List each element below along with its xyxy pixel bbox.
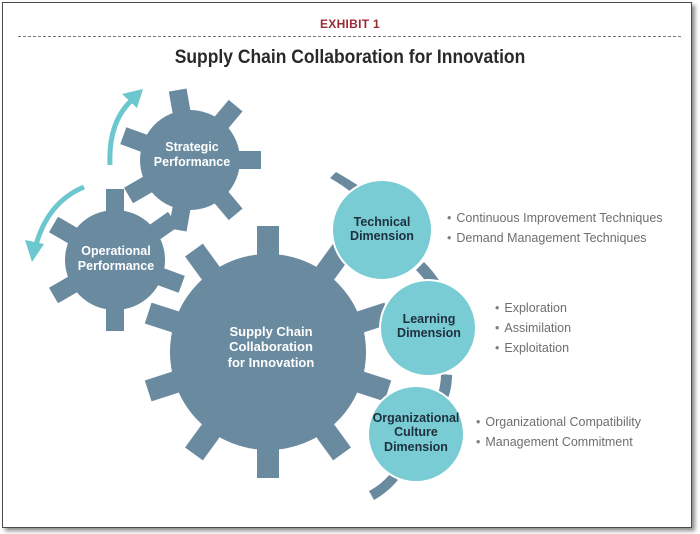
organizational-culture-dimension-label: Organizational Culture Dimension	[366, 411, 466, 454]
technical-dimension-items: Continuous Improvement Techniques Demand…	[447, 208, 663, 248]
list-item: Organizational Compatibility	[476, 412, 641, 432]
list-item: Continuous Improvement Techniques	[447, 208, 662, 228]
label-line: Strategic	[165, 140, 219, 154]
operational-performance-label: Operational Performance	[62, 244, 170, 274]
label-line: Operational	[81, 244, 151, 258]
label-line: Technical	[353, 215, 411, 229]
strategic-performance-gear	[120, 88, 261, 232]
label-line: Culture	[394, 425, 438, 440]
learning-dimension-label: Learning Dimension	[384, 312, 474, 341]
dotted-divider	[18, 36, 681, 37]
label-line: Dimension	[397, 326, 461, 341]
technical-dimension-circle	[331, 179, 433, 281]
strategic-performance-label: Strategic Performance	[140, 140, 244, 170]
list-item: Demand Management Techniques	[447, 228, 663, 248]
label-line: for Innovation	[227, 354, 315, 370]
label-line: Collaboration	[229, 339, 313, 355]
label-line: Learning	[402, 312, 456, 326]
list-item: Assimilation	[495, 318, 571, 338]
organizational-culture-dimension-circle	[367, 385, 465, 483]
central-gear-label: Supply Chain Collaboration for Innovatio…	[208, 324, 334, 370]
learning-dimension-items: Exploration Assimilation Exploitation	[495, 298, 571, 358]
organizational-culture-dimension-items: Organizational Compatibility Management …	[476, 412, 641, 452]
label-line: Performance	[77, 258, 155, 273]
central-collaboration-gear	[144, 226, 392, 478]
list-item: Exploitation	[495, 338, 571, 358]
label-line: Dimension	[384, 439, 448, 454]
curved-arrow-up-icon	[107, 89, 143, 166]
label-line: Performance	[153, 154, 231, 169]
list-item: Management Commitment	[476, 432, 641, 452]
learning-dimension-circle	[379, 279, 477, 377]
label-line: Supply Chain	[229, 324, 313, 339]
list-item: Exploration	[495, 298, 571, 318]
diagram-title: Supply Chain Collaboration for Innovatio…	[174, 47, 526, 68]
label-line: Organizational	[372, 411, 460, 425]
operational-performance-gear	[49, 189, 185, 331]
exhibit-label: EXHIBIT 1	[319, 17, 381, 31]
label-line: Dimension	[350, 229, 414, 244]
technical-dimension-label: Technical Dimension	[336, 215, 428, 244]
curved-arrow-down-icon	[25, 184, 86, 262]
